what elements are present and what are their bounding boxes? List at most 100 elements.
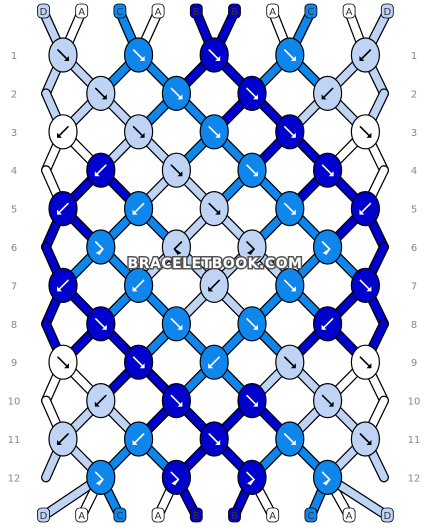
bottom-strand-label: A bbox=[266, 507, 280, 523]
knot bbox=[161, 383, 191, 419]
arrow-down-right-icon bbox=[170, 87, 183, 100]
arrow-down-left-icon bbox=[132, 279, 145, 292]
top-strand-label-text: D bbox=[383, 7, 391, 18]
knot bbox=[161, 152, 191, 188]
knot bbox=[199, 421, 229, 457]
knot bbox=[350, 421, 380, 457]
arrow-down-right-icon bbox=[321, 394, 334, 407]
arrow-down-right-icon bbox=[283, 126, 296, 138]
bottom-strand-label: A bbox=[75, 507, 89, 523]
arrow-down-right-icon bbox=[283, 356, 296, 369]
row-number-left: 8 bbox=[11, 320, 17, 331]
bottom-strand-label: A bbox=[151, 507, 165, 523]
knot bbox=[350, 267, 380, 303]
arrow-down-right-icon bbox=[57, 356, 69, 369]
bottom-strand-label: A bbox=[342, 507, 356, 523]
knot bbox=[313, 152, 343, 188]
top-strand-label-text: D bbox=[40, 7, 48, 18]
top-strand-label: D bbox=[37, 3, 50, 19]
knot bbox=[313, 459, 343, 495]
bottom-strand-label-text: A bbox=[269, 511, 276, 522]
arrow-down-right-icon bbox=[283, 49, 296, 61]
knot bbox=[48, 344, 78, 380]
knot bbox=[237, 229, 267, 265]
bottom-strand-label-text: B bbox=[193, 511, 200, 522]
knot bbox=[350, 114, 380, 150]
arrow-down-left-icon bbox=[132, 202, 145, 215]
knot bbox=[275, 421, 305, 457]
knot bbox=[350, 191, 380, 227]
top-strand-label: B bbox=[189, 3, 203, 19]
knot bbox=[48, 191, 78, 227]
knot bbox=[48, 37, 78, 73]
knot bbox=[161, 75, 191, 112]
top-strand-label: A bbox=[151, 3, 165, 19]
arrow-down-left-icon bbox=[57, 202, 69, 215]
bottom-strand-label: B bbox=[228, 507, 241, 523]
row-number-right: 7 bbox=[411, 281, 417, 292]
row-number-left: 12 bbox=[8, 473, 21, 484]
knot bbox=[199, 114, 229, 150]
knot bbox=[275, 267, 305, 303]
top-strand-label: A bbox=[75, 3, 89, 19]
arrow-down-right-icon bbox=[283, 433, 296, 445]
row-number-left: 10 bbox=[8, 397, 21, 408]
arrow-down-left-icon bbox=[208, 279, 220, 292]
bottom-strand-label-text: C bbox=[116, 511, 123, 522]
row-number-right: 11 bbox=[408, 435, 421, 446]
arrow-down-right-icon bbox=[208, 49, 221, 61]
bottom-strand-label-text: B bbox=[231, 511, 238, 522]
arrow-down-right-icon bbox=[359, 126, 372, 138]
knot bbox=[124, 37, 154, 73]
arrow-down-right-icon bbox=[132, 49, 145, 61]
knot bbox=[86, 459, 116, 495]
bottom-strand-label: C bbox=[304, 507, 318, 523]
arrow-down-left-icon bbox=[57, 279, 69, 292]
knot bbox=[275, 344, 305, 380]
arrow-down-left-icon bbox=[57, 126, 69, 138]
row-number-left: 3 bbox=[11, 128, 17, 139]
row-number-right: 4 bbox=[411, 166, 417, 177]
arrow-down-left-icon bbox=[94, 164, 107, 177]
row-number-right: 3 bbox=[411, 128, 417, 139]
row-number-left: 2 bbox=[11, 89, 17, 100]
arrow-down-left-icon bbox=[208, 356, 220, 369]
arrow-down-right-icon bbox=[170, 164, 183, 177]
knot bbox=[86, 306, 116, 342]
top-strand-label: C bbox=[113, 3, 127, 19]
knot bbox=[199, 191, 229, 227]
row-number-left: 4 bbox=[11, 166, 17, 177]
arrow-down-right-icon bbox=[359, 279, 372, 292]
knot bbox=[86, 383, 116, 419]
arrow-down-right-icon bbox=[208, 202, 221, 215]
bottom-strand-label: C bbox=[113, 507, 127, 523]
knot bbox=[237, 75, 267, 112]
knot bbox=[313, 383, 343, 419]
arrow-down-left-icon bbox=[321, 317, 334, 330]
row-number-right: 12 bbox=[408, 473, 421, 484]
knot bbox=[161, 306, 191, 342]
knot bbox=[237, 152, 267, 188]
knot bbox=[124, 344, 154, 380]
row-number-right: 8 bbox=[411, 320, 417, 331]
knot bbox=[124, 421, 154, 457]
arrow-down-right-icon bbox=[321, 164, 334, 177]
bottom-strand-label-text: A bbox=[78, 511, 85, 522]
arrow-down-right-icon bbox=[246, 87, 258, 100]
knot-grid bbox=[48, 37, 380, 495]
arrow-down-right-icon bbox=[208, 433, 221, 445]
row-number-left: 5 bbox=[11, 205, 17, 216]
knot bbox=[86, 229, 116, 265]
arrow-down-left-icon bbox=[132, 433, 145, 445]
row-number-right: 10 bbox=[408, 397, 421, 408]
bottom-strand-label-text: A bbox=[346, 511, 353, 522]
top-strand-label: A bbox=[342, 3, 356, 19]
knot bbox=[350, 37, 380, 73]
knot bbox=[124, 267, 154, 303]
top-strand-label-text: A bbox=[155, 7, 162, 18]
row-number-right: 2 bbox=[411, 89, 417, 100]
knot bbox=[313, 75, 343, 112]
knot bbox=[124, 191, 154, 227]
